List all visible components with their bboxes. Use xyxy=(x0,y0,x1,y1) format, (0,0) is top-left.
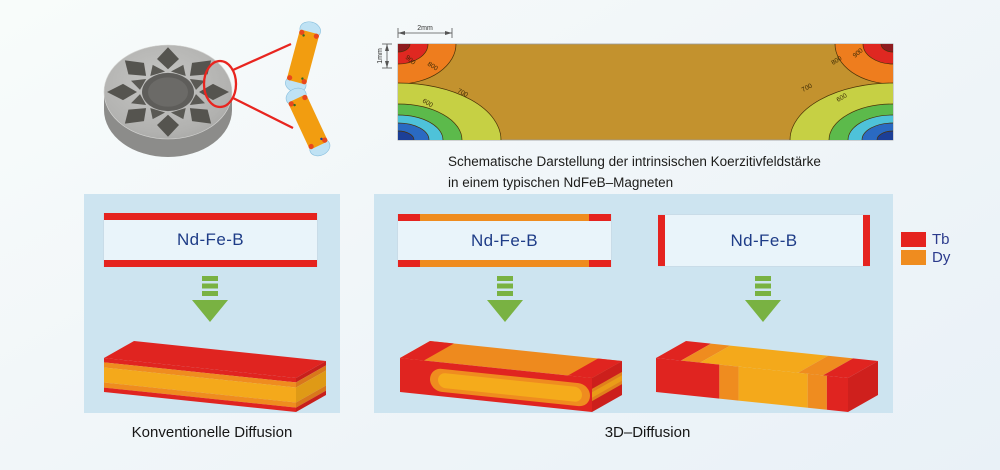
legend-item-dy: Dy xyxy=(901,250,950,265)
tb-stripe-left xyxy=(658,215,665,266)
magnet-photo-illustration xyxy=(103,21,331,157)
down-arrow-icon xyxy=(192,276,228,322)
contour-label-800: 800 xyxy=(830,55,843,67)
tb-stripe-bottom xyxy=(104,260,317,267)
ndfeb-label: Nd-Fe-B xyxy=(730,230,798,250)
dy-label: Dy xyxy=(932,249,951,266)
ndfeb-label: Nd-Fe-B xyxy=(470,230,539,250)
coercivity-contour-plot: 900 800 700 600 900 800 700 600 2mm 1mm xyxy=(377,25,894,141)
figure-caption-line2: in einem typischen NdFeB–Magneten xyxy=(448,175,674,190)
tb-label: Tb xyxy=(932,231,950,248)
tb-dy-stripe-top xyxy=(398,214,611,221)
dimension-1mm-label: 1mm xyxy=(377,48,384,64)
down-arrow-icon xyxy=(745,276,781,322)
contour-label-700: 700 xyxy=(801,82,814,93)
dimension-2mm-label: 2mm xyxy=(417,25,433,32)
callout-line-bottom xyxy=(232,96,294,130)
legend: Tb Dy xyxy=(901,232,950,268)
contour-corner-top-right xyxy=(834,44,893,85)
contour-corner-bottom-right xyxy=(789,82,893,140)
zoom-callout xyxy=(202,42,294,130)
legend-item-tb: Tb xyxy=(901,232,950,247)
ndfeb-bar-3d-sides: Nd-Fe-B xyxy=(658,214,870,267)
contour-corner-bottom-left xyxy=(398,82,502,140)
ndfeb-bar-conventional: Nd-Fe-B xyxy=(103,213,318,267)
figure-caption: Schematische Darstellung der intrinsisch… xyxy=(448,151,918,193)
magnet-segment-rod xyxy=(285,87,331,157)
tb-stripe-right xyxy=(863,215,870,266)
contour-corner-top-left xyxy=(398,44,457,85)
ndfeb-label: Nd-Fe-B xyxy=(176,230,245,249)
dy-color-swatch xyxy=(901,250,926,265)
magnet-ring xyxy=(103,44,233,157)
callout-ellipse xyxy=(202,59,238,109)
tb-dy-stripe-bottom xyxy=(398,260,611,267)
caption-conventional-diffusion: Konventionelle Diffusion xyxy=(131,424,293,441)
figure-caption-line1: Schematische Darstellung der intrinsisch… xyxy=(448,154,821,169)
contour-label-600: 600 xyxy=(421,98,434,110)
ndfeb-bar-3d-top-bottom: Nd-Fe-B xyxy=(397,214,612,267)
slab-conventional-diffusion xyxy=(104,341,326,412)
slab-3d-diffusion-sides xyxy=(656,341,878,412)
slab-3d-diffusion-top-bottom xyxy=(400,341,622,412)
callout-line-top xyxy=(232,42,292,72)
tb-stripe-top xyxy=(104,213,317,220)
contour-label-600: 600 xyxy=(836,92,849,104)
contour-label-800: 800 xyxy=(426,61,439,73)
magnet-segment-rod xyxy=(285,21,321,93)
contour-label-700: 700 xyxy=(456,88,469,99)
tb-color-swatch xyxy=(901,232,926,247)
caption-3d-diffusion: 3D–Diffusion xyxy=(604,424,691,441)
down-arrow-icon xyxy=(487,276,523,322)
